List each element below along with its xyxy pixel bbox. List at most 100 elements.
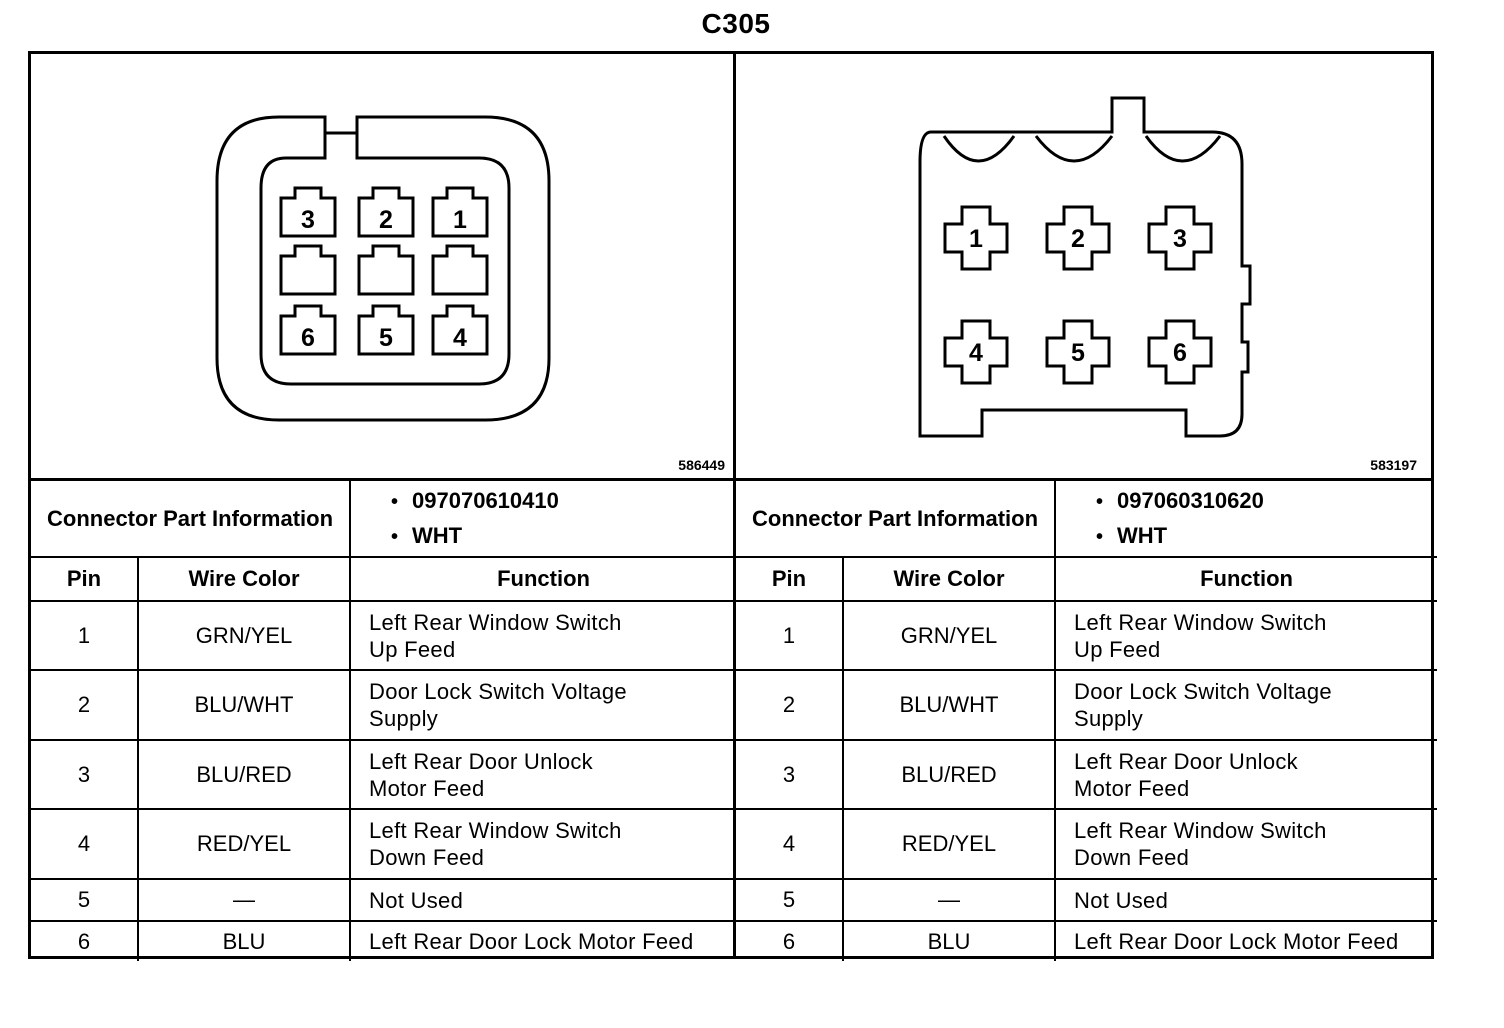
pin-cell: 1 (31, 600, 139, 671)
wire-color-cell: BLU/RED (136, 739, 352, 810)
part-number: 097060310620 (1117, 487, 1264, 513)
connector-left-table: Connector Part Information •097070610410… (31, 481, 737, 961)
function-line: Left Rear Door Unlock (369, 748, 593, 774)
pin-cell: 2 (736, 669, 844, 741)
table-row: 5 — Not Used (31, 878, 737, 922)
pin-cell: 2 (31, 669, 139, 741)
pin-number-label: 6 (301, 324, 315, 352)
function-line: Up Feed (1074, 636, 1161, 662)
wire-color-cell: RED/YEL (136, 808, 352, 880)
function-line: Motor Feed (1074, 775, 1190, 801)
col-header-wire-color: Wire Color (841, 556, 1057, 602)
pin-number-label: 6 (1173, 339, 1187, 367)
connector-right-table: Connector Part Information •097060310620… (736, 481, 1438, 961)
wire-color-cell: BLU/WHT (136, 669, 352, 741)
part-number: 097070610410 (412, 487, 559, 513)
pin-cavity (1045, 205, 1111, 271)
pin-cavity (1147, 205, 1213, 271)
wire-color-cell: — (841, 878, 1057, 922)
pin-cavity (279, 186, 337, 238)
function-line: Up Feed (369, 636, 456, 662)
col-header-wire-color: Wire Color (136, 556, 352, 602)
wire-color-cell: RED/YEL (841, 808, 1057, 880)
function-line: Left Rear Window Switch (1074, 609, 1327, 635)
wire-color-cell: GRN/YEL (841, 600, 1057, 671)
wire-color-cell: BLU/WHT (841, 669, 1057, 741)
pin-cavity (943, 205, 1009, 271)
pin-number-label: 2 (1071, 225, 1085, 253)
part-info-label: Connector Part Information (31, 481, 352, 558)
wire-color-cell: BLU (841, 920, 1057, 961)
diagram-ref-id: 586449 (678, 457, 725, 473)
function-line: Door Lock Switch Voltage (369, 679, 627, 704)
col-header-pin: Pin (31, 556, 139, 602)
part-color: WHT (412, 522, 463, 548)
function-line: Supply (1074, 706, 1144, 731)
part-info-label: Connector Part Information (736, 481, 1057, 558)
pin-number-label: 3 (1173, 225, 1187, 253)
pin-cavity (1147, 319, 1213, 385)
pin-number-label: 5 (1071, 339, 1085, 367)
pin-number-label: 1 (969, 225, 983, 253)
part-color: WHT (1117, 522, 1168, 548)
col-header-pin: Pin (736, 556, 844, 602)
part-info-values: •097060310620 •WHT (1054, 481, 1438, 558)
function-line: Left Rear Window Switch (369, 818, 622, 843)
function-cell: Left Rear Door Lock Motor Feed (1054, 920, 1438, 961)
function-line: Not Used (369, 887, 464, 913)
pin-cell: 3 (31, 739, 139, 810)
pin-cell: 5 (736, 878, 844, 922)
wire-color-cell: BLU/RED (841, 739, 1057, 810)
pin-cavity (357, 244, 415, 296)
diagram-title: C305 (701, 8, 771, 39)
pin-number-label: 2 (379, 206, 393, 234)
pin-cavity (431, 304, 489, 356)
table-row: 6 BLU Left Rear Door Lock Motor Feed (31, 920, 737, 961)
pin-cell: 6 (736, 920, 844, 961)
function-line: Left Rear Window Switch (369, 609, 622, 635)
pin-number-label: 4 (969, 339, 983, 367)
connector-right-face-drawing: 1 2 3 4 5 6 (918, 96, 1252, 438)
function-cell: Not Used (1054, 878, 1438, 922)
pin-cavity (431, 244, 489, 296)
pin-cell: 6 (31, 920, 139, 961)
function-line: Door Lock Switch Voltage (1074, 679, 1332, 704)
pin-cavity (943, 319, 1009, 385)
function-line: Left Rear Window Switch (1074, 818, 1327, 843)
function-cell: Left Rear Door Lock Motor Feed (349, 920, 737, 961)
pin-cavity (357, 304, 415, 356)
pin-cell: 3 (736, 739, 844, 810)
wire-color-cell: — (136, 878, 352, 922)
function-line: Left Rear Door Unlock (1074, 748, 1298, 774)
pin-cavity (357, 186, 415, 238)
pin-number-label: 1 (453, 206, 467, 234)
function-line: Down Feed (1074, 845, 1190, 870)
function-line: Not Used (1074, 887, 1169, 913)
function-line: Left Rear Door Lock Motor Feed (1074, 929, 1399, 954)
function-line: Down Feed (369, 845, 485, 870)
function-line: Left Rear Door Lock Motor Feed (369, 929, 694, 954)
pin-cell: 5 (31, 878, 139, 922)
pin-cavity (279, 244, 337, 296)
part-info-values: •097070610410 •WHT (349, 481, 737, 558)
pin-cell: 4 (736, 808, 844, 880)
